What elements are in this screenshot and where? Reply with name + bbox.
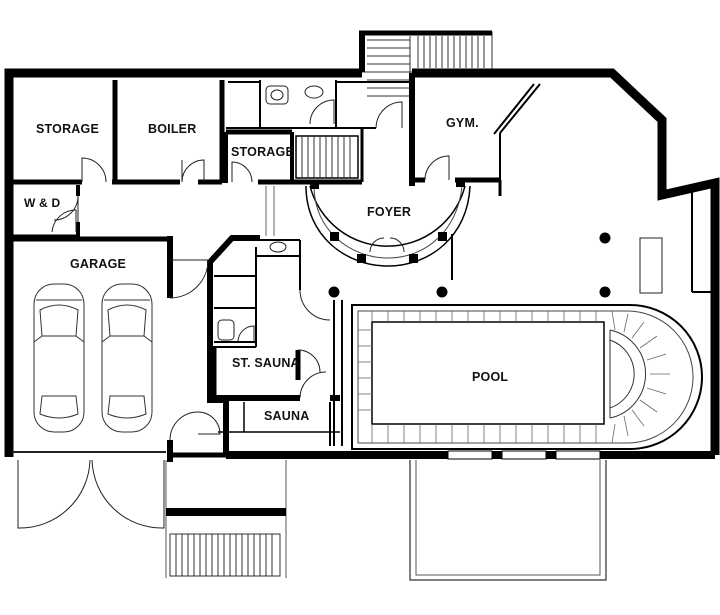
toilet-icon bbox=[265, 85, 289, 105]
foyer-column bbox=[330, 232, 339, 241]
room-label-wd: W & D bbox=[24, 196, 60, 210]
doors bbox=[12, 99, 450, 529]
foyer-column bbox=[438, 232, 447, 241]
room-label-sauna: SAUNA bbox=[264, 409, 309, 423]
foyer-column bbox=[310, 180, 319, 189]
foyer-arc bbox=[305, 178, 471, 267]
pool bbox=[351, 304, 703, 450]
foyer-column bbox=[357, 254, 366, 263]
room-labels: STORAGE BOILER STORAGE GYM. FOYER W & D … bbox=[24, 116, 508, 423]
entry-stairs bbox=[165, 460, 287, 578]
columns bbox=[328, 232, 611, 298]
car-icon bbox=[33, 283, 85, 433]
room-label-pool: POOL bbox=[472, 370, 508, 384]
foyer-column bbox=[409, 254, 418, 263]
fixtures bbox=[217, 85, 663, 341]
inner-stairs bbox=[295, 135, 359, 179]
room-label-st-sauna: ST. SAUNA bbox=[232, 356, 300, 370]
room-label-garage: GARAGE bbox=[70, 257, 126, 271]
sink-icon bbox=[269, 241, 287, 253]
top-stair-treads bbox=[367, 36, 485, 100]
room-label-gym: GYM. bbox=[446, 116, 479, 130]
car-icon bbox=[101, 283, 153, 433]
windows bbox=[447, 450, 601, 460]
pool-tile-edge bbox=[358, 310, 670, 444]
room-label-foyer: FOYER bbox=[367, 205, 411, 219]
terrace bbox=[409, 460, 607, 581]
room-label-boiler: BOILER bbox=[148, 122, 196, 136]
sink-icon bbox=[304, 85, 324, 99]
corridor-lines bbox=[265, 186, 275, 236]
foyer-column bbox=[456, 178, 465, 187]
top-stairs bbox=[359, 30, 493, 100]
toilet-icon bbox=[217, 319, 235, 341]
room-label-storage: STORAGE bbox=[231, 145, 294, 159]
room-label-storage: STORAGE bbox=[36, 122, 99, 136]
interior-walls bbox=[12, 80, 712, 462]
